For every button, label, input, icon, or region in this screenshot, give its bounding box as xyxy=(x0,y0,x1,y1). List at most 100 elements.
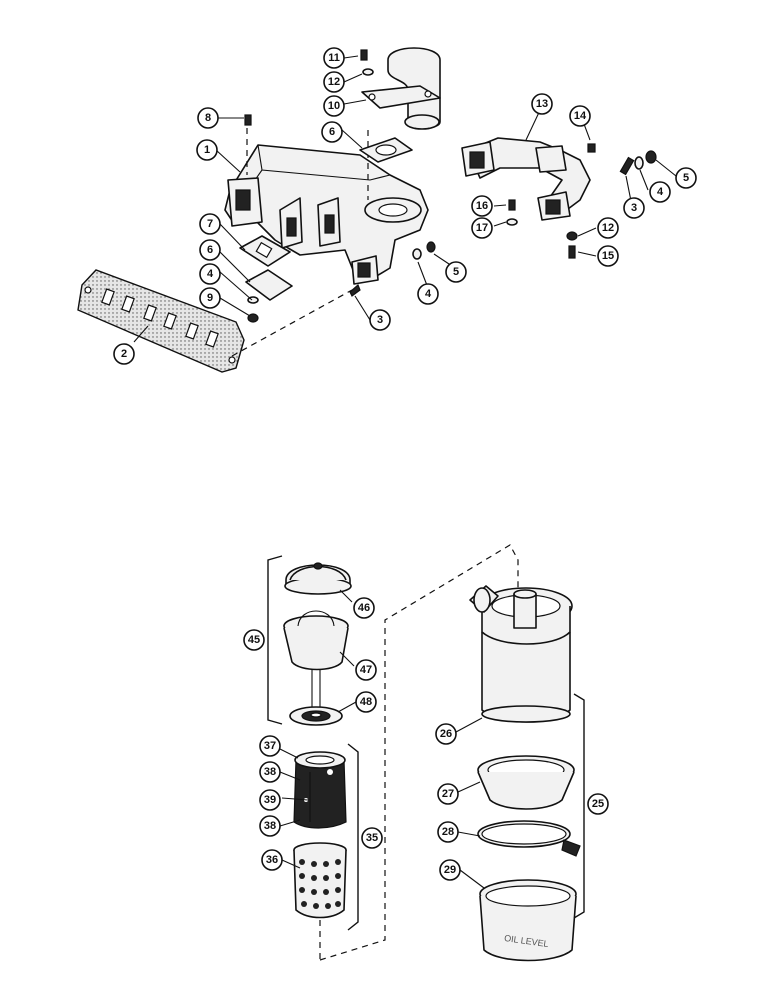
callout-4-center: 4 xyxy=(417,283,439,305)
svg-text:27: 27 xyxy=(442,788,454,800)
elbow-gasket xyxy=(359,137,413,163)
callout-48: 48 xyxy=(355,691,377,713)
callout-47: 47 xyxy=(355,659,377,681)
svg-text:12: 12 xyxy=(328,76,340,88)
exhaust-crossover-pipe xyxy=(461,137,657,259)
callout-25: 25 xyxy=(587,793,609,815)
svg-text:37: 37 xyxy=(264,740,276,752)
svg-text:4: 4 xyxy=(207,268,214,280)
callout-26: 26 xyxy=(435,723,457,745)
callout-10: 10 xyxy=(323,95,345,117)
callout-38-upper: 38 xyxy=(259,761,281,783)
svg-text:7: 7 xyxy=(207,218,213,230)
callout-11: 11 xyxy=(323,47,345,69)
svg-text:28: 28 xyxy=(442,826,454,838)
svg-text:45: 45 xyxy=(248,634,260,646)
callout-15: 15 xyxy=(597,245,619,267)
svg-text:46: 46 xyxy=(358,602,370,614)
callout-3-right: 3 xyxy=(623,197,645,219)
svg-text:6: 6 xyxy=(207,244,213,256)
callout-45: 45 xyxy=(243,629,265,651)
callout-6-lower: 6 xyxy=(199,239,221,261)
callout-7: 7 xyxy=(199,213,221,235)
callout-1: 1 xyxy=(196,139,218,161)
svg-text:39: 39 xyxy=(264,794,276,806)
perforated-screen xyxy=(293,842,347,960)
svg-text:3: 3 xyxy=(377,314,383,326)
svg-text:47: 47 xyxy=(360,664,372,676)
callout-5-center: 5 xyxy=(445,261,467,283)
flange-gasket xyxy=(239,235,291,267)
svg-text:29: 29 xyxy=(444,864,456,876)
bracket-35 xyxy=(347,743,359,931)
callout-3-center: 3 xyxy=(369,309,391,331)
svg-text:14: 14 xyxy=(574,110,587,122)
callout-38-lower: 38 xyxy=(259,815,281,837)
svg-text:11: 11 xyxy=(328,52,340,64)
callout-4-left: 4 xyxy=(199,263,221,285)
svg-text:13: 13 xyxy=(536,98,548,110)
svg-text:17: 17 xyxy=(476,222,488,234)
hardware-small xyxy=(231,49,436,357)
svg-text:26: 26 xyxy=(440,728,452,740)
callout-37: 37 xyxy=(259,735,281,757)
svg-text:6: 6 xyxy=(329,126,335,138)
svg-text:4: 4 xyxy=(425,288,432,300)
callout-16: 16 xyxy=(471,195,493,217)
air-cleaner-assembly: OIL LEVEL xyxy=(267,544,585,962)
svg-text:36: 36 xyxy=(266,854,278,866)
assembly-path xyxy=(319,544,519,961)
svg-text:5: 5 xyxy=(683,172,689,184)
svg-text:38: 38 xyxy=(264,766,276,778)
leader-lines-lower xyxy=(277,589,485,889)
oil-cup: OIL LEVEL xyxy=(479,879,577,962)
callout-13: 13 xyxy=(531,93,553,115)
bracket-25 xyxy=(573,693,585,919)
callout-5-right: 5 xyxy=(675,167,697,189)
svg-text:1: 1 xyxy=(204,144,210,156)
manifold-gasket xyxy=(77,269,245,373)
callout-12-upper: 12 xyxy=(323,71,345,93)
intake-manifold xyxy=(224,130,429,285)
callout-36: 36 xyxy=(261,849,283,871)
svg-text:16: 16 xyxy=(476,200,488,212)
exhaust-elbow xyxy=(361,47,441,130)
svg-text:4: 4 xyxy=(657,186,664,198)
callout-27: 27 xyxy=(437,783,459,805)
svg-text:3: 3 xyxy=(631,202,637,214)
callout-6-upper: 6 xyxy=(321,121,343,143)
center-rod-plate xyxy=(289,670,343,726)
callout-4-right: 4 xyxy=(649,181,671,203)
svg-text:2: 2 xyxy=(121,348,127,360)
cleaner-body xyxy=(469,585,573,723)
svg-text:38: 38 xyxy=(264,820,276,832)
svg-text:10: 10 xyxy=(328,100,340,112)
svg-text:5: 5 xyxy=(453,266,459,278)
svg-text:9: 9 xyxy=(207,292,213,304)
svg-text:48: 48 xyxy=(360,696,372,708)
filter-element xyxy=(293,751,347,829)
callout-17: 17 xyxy=(471,217,493,239)
cleaner-cup xyxy=(283,610,349,671)
callout-9: 9 xyxy=(199,287,221,309)
bracket-45 xyxy=(267,555,283,725)
callout-14: 14 xyxy=(569,105,591,127)
svg-text:35: 35 xyxy=(366,832,378,844)
oil-bowl-insert xyxy=(477,755,575,810)
callout-46: 46 xyxy=(353,597,375,619)
callout-2: 2 xyxy=(113,343,135,365)
callout-29: 29 xyxy=(439,859,461,881)
callout-8: 8 xyxy=(197,107,219,129)
manifold-assembly xyxy=(77,47,677,373)
cap xyxy=(284,562,352,595)
svg-text:12: 12 xyxy=(602,222,614,234)
callouts: 11 12 10 6 8 1 7 6 4 9 2 3 4 5 13 14 5 4… xyxy=(113,47,697,881)
callout-12-right: 12 xyxy=(597,217,619,239)
callout-28: 28 xyxy=(437,821,459,843)
svg-text:8: 8 xyxy=(205,112,211,124)
svg-text:15: 15 xyxy=(602,250,614,262)
svg-text:25: 25 xyxy=(592,798,604,810)
clamp-ring xyxy=(477,820,581,857)
callout-35: 35 xyxy=(361,827,383,849)
